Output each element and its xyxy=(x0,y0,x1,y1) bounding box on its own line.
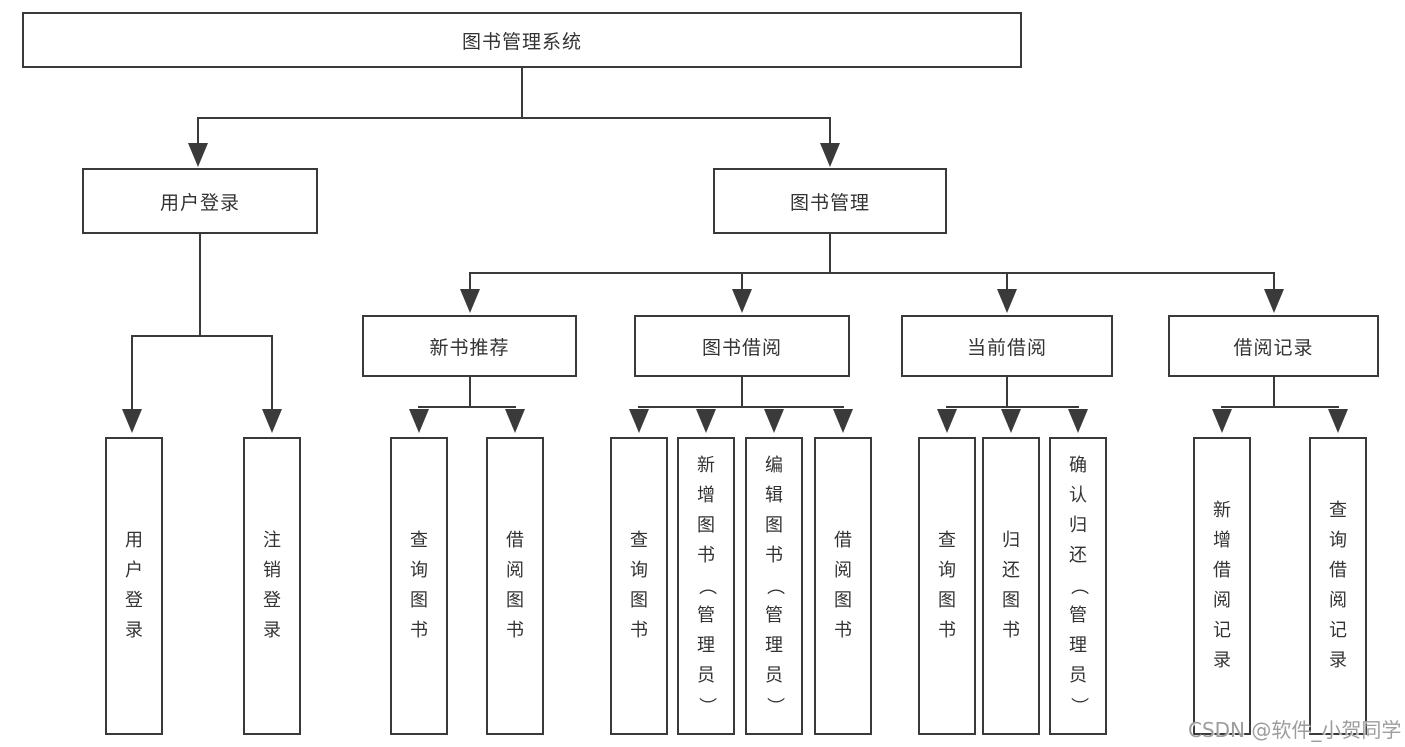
arrow-down-icon xyxy=(1264,289,1284,313)
node-label: 借阅记录 xyxy=(1233,336,1314,359)
node-label: 编辑图书（管理员） xyxy=(764,455,785,715)
leaf-user-login: 用户登录 xyxy=(105,437,163,735)
node-label: 图书管理 xyxy=(789,191,870,214)
node-borrowing-records: 借阅记录 xyxy=(1168,315,1379,377)
connector-mgmt-drop-1 xyxy=(469,272,471,292)
arrow-down-icon xyxy=(262,409,282,433)
node-label: 归还图书 xyxy=(1002,530,1020,641)
arrow-down-icon xyxy=(1068,409,1088,433)
leaf-query-books-recommend: 查询图书 xyxy=(390,437,448,735)
connector-recommend-stem xyxy=(469,377,471,408)
arrow-down-icon xyxy=(629,409,649,433)
connector-current-stem xyxy=(1006,377,1008,408)
node-label: 新增图书（管理员） xyxy=(696,455,717,715)
arrow-down-icon xyxy=(460,289,480,313)
arrow-down-icon xyxy=(764,409,784,433)
node-label: 当前借阅 xyxy=(966,336,1047,359)
arrow-down-icon xyxy=(188,143,208,167)
arrow-down-icon xyxy=(937,409,957,433)
node-label: 用户登录 xyxy=(159,191,240,214)
arrow-down-icon xyxy=(122,409,142,433)
node-label: 查询借阅记录 xyxy=(1329,500,1347,671)
connector-borrow-rail xyxy=(638,406,844,408)
connector-root-stem xyxy=(521,68,523,119)
arrow-down-icon xyxy=(696,409,716,433)
node-label: 图书借阅 xyxy=(701,336,782,359)
leaf-return-books: 归还图书 xyxy=(982,437,1040,735)
csdn-watermark: CSDN @软件_小贺同学 xyxy=(1188,718,1402,742)
node-library-system: 图书管理系统 xyxy=(22,12,1022,68)
connector-root-drop-left xyxy=(197,117,199,147)
arrow-down-icon xyxy=(1001,409,1021,433)
arrow-down-icon xyxy=(505,409,525,433)
arrow-down-icon xyxy=(997,289,1017,313)
node-user-login: 用户登录 xyxy=(82,168,318,234)
connector-mgmt-drop-4 xyxy=(1273,272,1275,292)
arrow-down-icon xyxy=(1212,409,1232,433)
connector-recommend-rail xyxy=(418,406,516,408)
node-label: 新增借阅记录 xyxy=(1213,500,1231,671)
node-label: 借阅图书 xyxy=(834,530,852,641)
connector-root-rail xyxy=(197,117,831,119)
connector-login-drop-2 xyxy=(271,335,273,411)
leaf-confirm-return-admin: 确认归还（管理员） xyxy=(1049,437,1107,735)
leaf-add-borrow-record: 新增借阅记录 xyxy=(1193,437,1251,735)
connector-mgmt-rail xyxy=(469,272,1275,274)
node-label: 图书管理系统 xyxy=(461,30,582,53)
node-label: 用户登录 xyxy=(125,530,143,641)
connector-login-rail xyxy=(131,335,273,337)
node-book-management: 图书管理 xyxy=(713,168,947,234)
leaf-query-borrow-record: 查询借阅记录 xyxy=(1309,437,1367,735)
node-label: 注销登录 xyxy=(263,530,281,641)
leaf-borrow-books: 借阅图书 xyxy=(814,437,872,735)
arrow-down-icon xyxy=(1328,409,1348,433)
connector-mgmt-drop-2 xyxy=(741,272,743,292)
node-label: 查询图书 xyxy=(938,530,956,641)
node-new-book-recommend: 新书推荐 xyxy=(362,315,577,377)
arrow-down-icon xyxy=(833,409,853,433)
leaf-logout: 注销登录 xyxy=(243,437,301,735)
leaf-query-books-borrowing: 查询图书 xyxy=(610,437,668,735)
node-book-borrowing: 图书借阅 xyxy=(634,315,850,377)
node-current-borrowing: 当前借阅 xyxy=(901,315,1113,377)
node-label: 借阅图书 xyxy=(506,530,524,641)
connector-mgmt-drop-3 xyxy=(1006,272,1008,292)
node-label: 查询图书 xyxy=(410,530,428,641)
node-label: 确认归还（管理员） xyxy=(1068,455,1089,715)
connector-mgmt-stem xyxy=(829,234,831,274)
leaf-query-books-current: 查询图书 xyxy=(918,437,976,735)
arrow-down-icon xyxy=(820,143,840,167)
arrow-down-icon xyxy=(732,289,752,313)
connector-root-drop-right xyxy=(829,117,831,147)
connector-current-rail xyxy=(946,406,1079,408)
node-label: 新书推荐 xyxy=(429,336,510,359)
leaf-borrow-books-recommend: 借阅图书 xyxy=(486,437,544,735)
connector-records-rail xyxy=(1221,406,1339,408)
arrow-down-icon xyxy=(409,409,429,433)
connector-records-stem xyxy=(1273,377,1275,408)
leaf-edit-books-admin: 编辑图书（管理员） xyxy=(745,437,803,735)
connector-borrow-stem xyxy=(741,377,743,408)
node-label: 查询图书 xyxy=(630,530,648,641)
connector-login-drop-1 xyxy=(131,335,133,411)
connector-login-stem xyxy=(199,234,201,337)
leaf-add-books-admin: 新增图书（管理员） xyxy=(677,437,735,735)
